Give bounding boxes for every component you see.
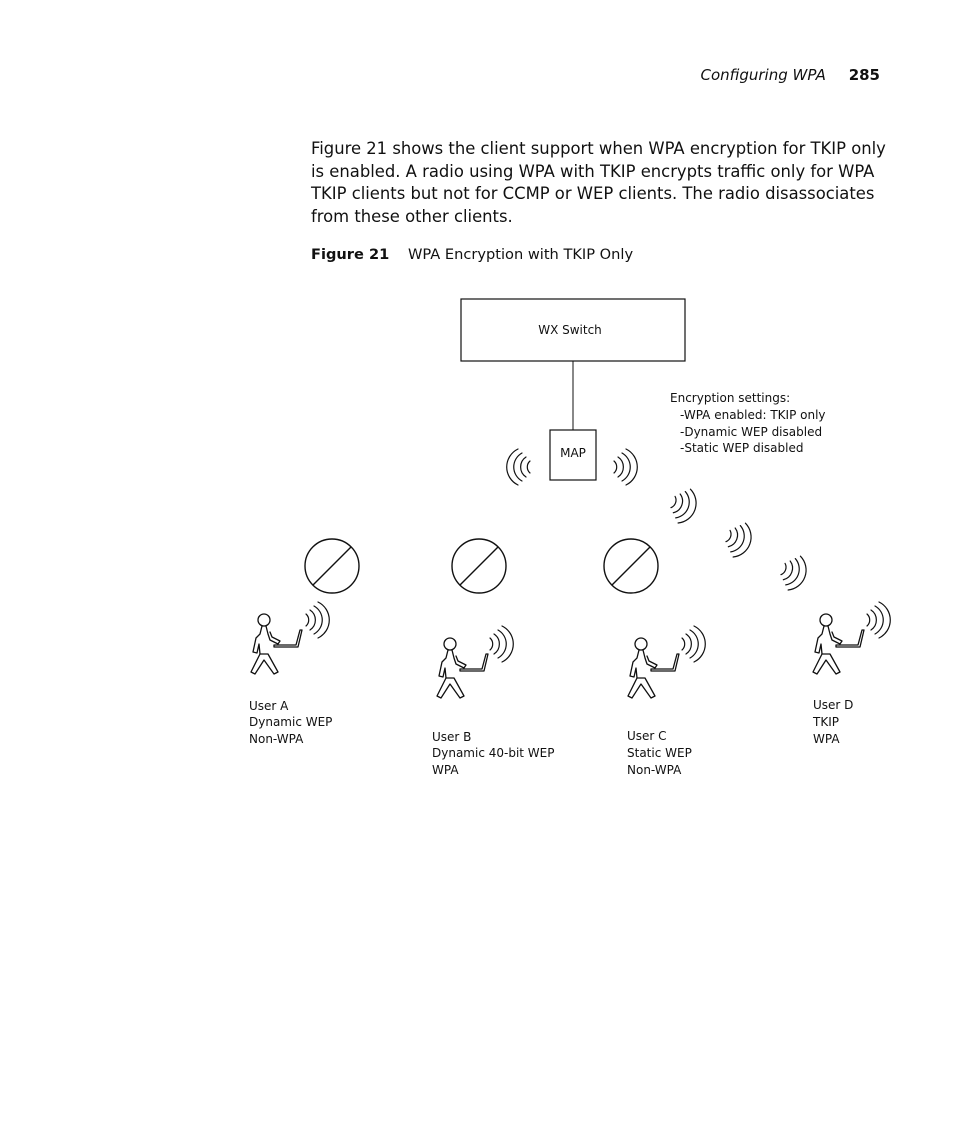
wireless-waves-icon: [682, 626, 705, 662]
walking-user-laptop-icon: [628, 638, 679, 698]
user-label: WPA: [813, 732, 840, 746]
user-label: Static WEP: [627, 746, 692, 760]
encryption-setting-item: -Dynamic WEP disabled: [680, 425, 822, 439]
walking-user-laptop-icon: [251, 614, 302, 674]
wireless-waves-icon: [777, 552, 811, 594]
walking-user-laptop-icon: [813, 614, 864, 674]
user-label: User A: [249, 699, 289, 713]
wireless-waves-icon: [614, 449, 637, 485]
user-label: Non-WPA: [249, 732, 304, 746]
user-label: Non-WPA: [627, 763, 682, 777]
wireless-waves-icon: [667, 485, 701, 527]
wireless-waves-icon: [507, 449, 530, 485]
encryption-setting-item: -Static WEP disabled: [680, 441, 803, 455]
encryption-settings-heading: Encryption settings:: [670, 391, 790, 405]
wx-switch-label: WX Switch: [538, 323, 602, 337]
user-label: Dynamic WEP: [249, 715, 332, 729]
user-label: User C: [627, 729, 667, 743]
prohibited-icon: [452, 539, 506, 593]
prohibited-icon: [604, 539, 658, 593]
user-label: WPA: [432, 763, 459, 777]
map-label: MAP: [560, 446, 586, 460]
user-label: User D: [813, 698, 853, 712]
user-label: TKIP: [812, 715, 839, 729]
wireless-waves-icon: [490, 626, 513, 662]
user-label: Dynamic 40-bit WEP: [432, 746, 555, 760]
prohibited-icon: [305, 539, 359, 593]
encryption-setting-item: -WPA enabled: TKIP only: [680, 408, 826, 422]
wireless-waves-icon: [306, 602, 329, 638]
walking-user-laptop-icon: [437, 638, 488, 698]
user-label: User B: [432, 730, 471, 744]
wireless-waves-icon: [867, 602, 890, 638]
wireless-waves-icon: [722, 519, 756, 561]
